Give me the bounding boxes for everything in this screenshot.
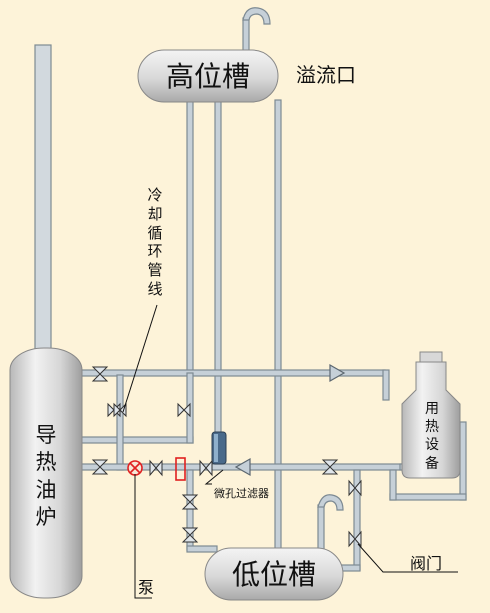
leader-filter	[204, 469, 224, 485]
inline-sight-glass	[175, 457, 186, 481]
furnace-char: 炉	[35, 504, 57, 529]
low-tank-vent-hook	[317, 494, 344, 511]
valve-icon	[91, 459, 109, 475]
furnace-chimney	[34, 44, 52, 366]
overflow-label: 溢流口	[296, 63, 356, 87]
heat-user-char: 设	[425, 437, 439, 454]
cooling-branch-horizontal	[79, 436, 194, 444]
cooling-line-label: 冷 却 循 环 管 线	[146, 186, 164, 299]
low-tank-vent-pipe	[317, 504, 325, 556]
valve-icon	[181, 527, 199, 543]
high-tank-overflow-return	[274, 99, 282, 559]
user-bottom-return	[389, 493, 467, 501]
valve-label: 阀门	[410, 554, 442, 573]
valve-icon	[177, 402, 191, 418]
pump-label: 泵	[138, 578, 154, 597]
cooling-line-char: 冷	[147, 186, 163, 204]
leader-cooling	[122, 304, 158, 413]
valve-icon	[199, 459, 213, 477]
furnace-label: 导 热 油 炉	[32, 422, 60, 531]
valve-icon	[348, 530, 362, 548]
supply-to-user-down	[382, 369, 390, 401]
valve-icon	[348, 479, 362, 497]
high-tank-drop-mid	[214, 99, 222, 436]
user-left-drop	[389, 469, 397, 501]
cooling-inner-vertical	[116, 374, 124, 471]
valves	[91, 366, 362, 548]
cooling-line-char: 管	[147, 261, 163, 279]
flow-arrow-return	[234, 457, 251, 477]
valve-icon	[149, 459, 163, 477]
high-tank-drop-left	[186, 99, 194, 376]
valve-icon	[181, 494, 199, 510]
high-tank-body	[137, 49, 279, 103]
furnace-char: 油	[35, 477, 57, 502]
leader-valve	[357, 543, 458, 573]
low-tank-body	[204, 547, 344, 601]
heat-user-char: 用	[425, 401, 439, 417]
pump-symbol	[127, 460, 143, 476]
flow-arrows	[234, 363, 346, 477]
user-right-riser	[459, 421, 467, 501]
valve-icon	[321, 459, 339, 475]
cooling-line-char: 线	[147, 279, 163, 298]
furnace-char: 导	[35, 423, 57, 447]
heat-user-char: 热	[425, 419, 439, 436]
heat-user-equipment	[401, 351, 461, 479]
low-tank-label: 低位槽	[232, 558, 316, 591]
heat-user-label: 用 热 设 备	[423, 400, 441, 473]
furnace-char: 热	[35, 450, 57, 475]
low-tank-feed-horizontal	[186, 545, 218, 553]
micro-filter	[211, 431, 227, 465]
valve-icon	[91, 366, 109, 382]
high-tank-label: 高位槽	[166, 60, 250, 93]
filter-label: 微孔过滤器	[214, 486, 269, 500]
heat-user-char: 备	[425, 455, 439, 472]
flow-arrow-supply	[329, 363, 346, 383]
furnace-body	[9, 347, 83, 599]
cooling-line-char: 环	[147, 242, 163, 261]
leader-pump	[134, 474, 152, 599]
overflow-vent-hook	[242, 7, 271, 25]
leader-lines	[122, 304, 458, 599]
cooling-line-char: 却	[147, 204, 163, 223]
cooling-line-char: 循	[147, 223, 163, 242]
